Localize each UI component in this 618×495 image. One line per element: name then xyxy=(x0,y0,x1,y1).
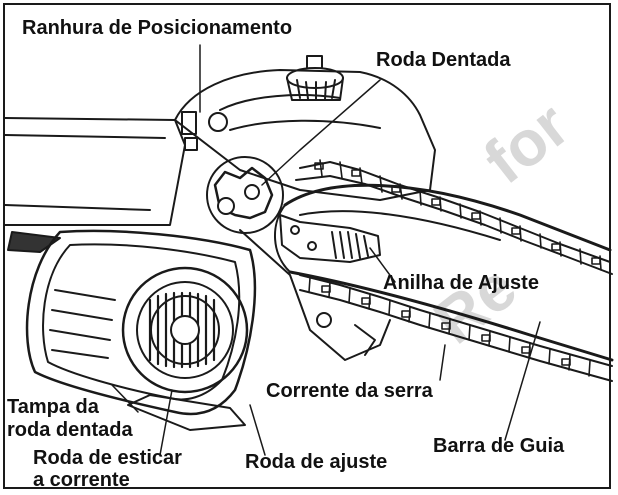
guide-bar-top xyxy=(283,183,612,252)
label-tampa-da-roda-dentada-line2: roda dentada xyxy=(7,419,133,441)
figure-frame xyxy=(3,3,611,489)
leader-roda-ajuste xyxy=(249,404,266,456)
label-roda-de-ajuste: Roda de ajuste xyxy=(245,451,388,473)
leader-barra xyxy=(504,321,541,441)
label-tampa-da-roda-dentada-line1: Tampa da xyxy=(7,396,99,418)
adjust-wheel xyxy=(121,266,249,394)
leader-anilha xyxy=(369,247,396,283)
leader-roda-dentada xyxy=(261,79,381,186)
label-roda-de-esticar-line1: Roda de esticar xyxy=(33,447,182,469)
adjust-washer xyxy=(279,214,381,263)
sprocket-cover xyxy=(25,229,257,416)
label-ranhura-de-posicionamento: Ranhura de Posicionamento xyxy=(22,17,293,39)
label-corrente-da-serra: Corrente da serra xyxy=(266,380,433,402)
leader-corrente xyxy=(439,344,446,381)
label-roda-dentada: Roda Dentada xyxy=(376,49,511,71)
label-barra-de-guia: Barra de Guia xyxy=(433,435,565,457)
guide-bar-bottom xyxy=(288,270,614,362)
sprocket-ring xyxy=(206,156,284,234)
label-roda-de-esticar-line2: a corrente xyxy=(33,469,130,491)
leader-esticar xyxy=(159,389,173,456)
leader-tampa xyxy=(111,384,139,413)
label-anilha-de-ajuste: Anilha de Ajuste xyxy=(383,272,539,294)
